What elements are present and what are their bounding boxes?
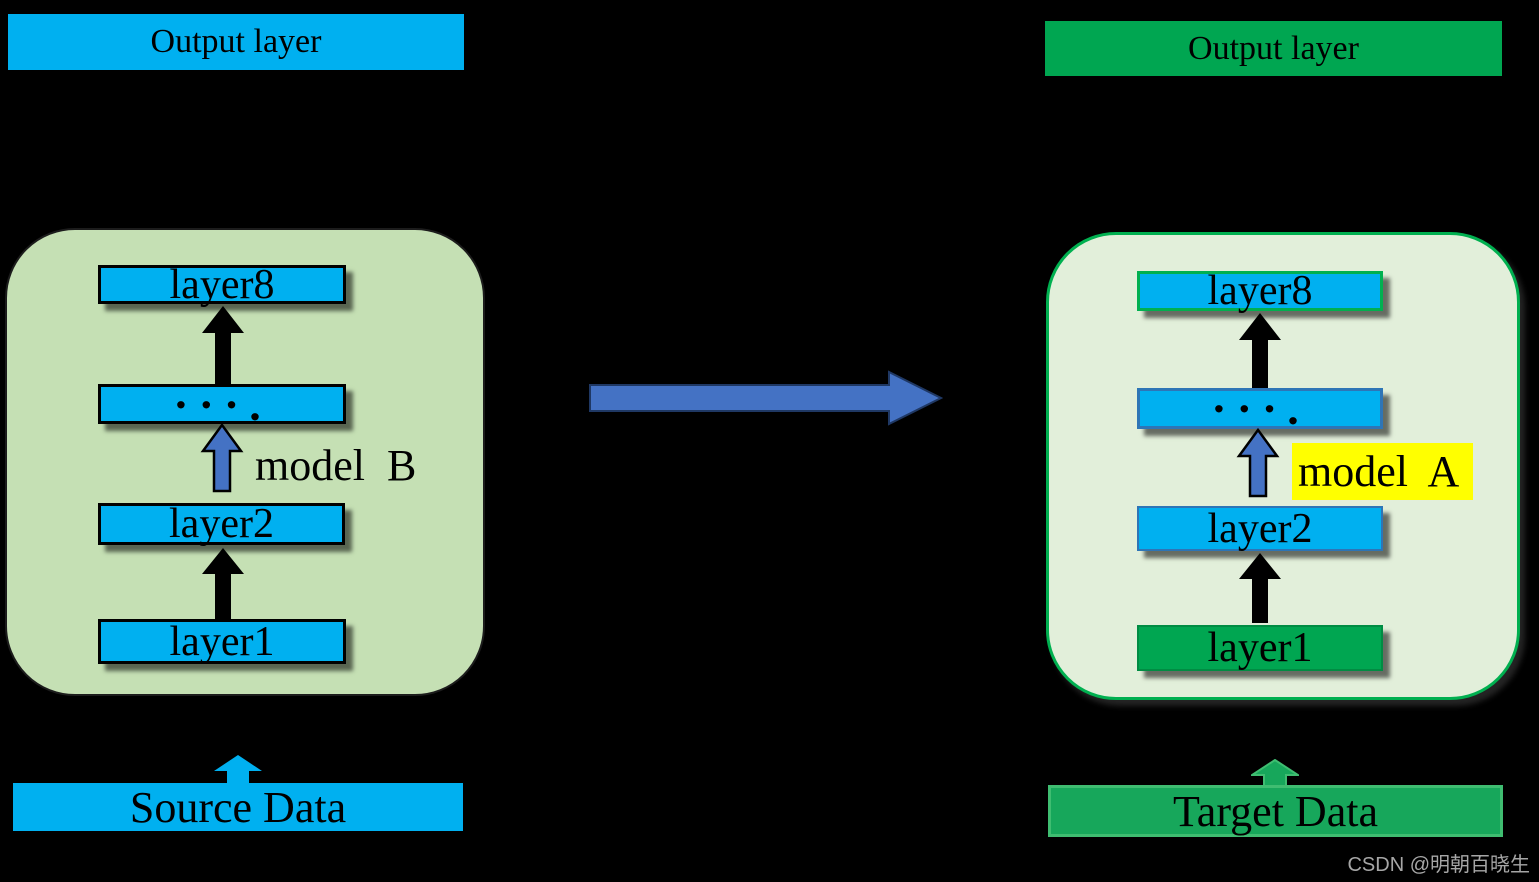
- left-output-layer-box: Output layer: [8, 14, 464, 70]
- right-layer8-label: layer8: [1207, 268, 1313, 314]
- right-layer1-label: layer1: [1207, 625, 1313, 671]
- up-arrow-icon: [1236, 428, 1280, 498]
- up-arrow-icon: [202, 306, 244, 384]
- right-layer8-box: layer8: [1137, 268, 1383, 314]
- transfer-right-arrow-icon: [589, 370, 943, 426]
- left-layer8-label: layer8: [169, 261, 275, 308]
- csdn-watermark: CSDN @明朝百晓生: [1347, 854, 1530, 876]
- right-dots-box: ···.: [1137, 383, 1383, 435]
- right-dots-label: ···.: [1211, 383, 1309, 435]
- left-layer2-label: layer2: [169, 501, 274, 547]
- left-layer8-box: layer8: [98, 261, 346, 308]
- left-layer2-box: layer2: [98, 503, 345, 545]
- left-model-label: model B: [255, 437, 416, 493]
- up-arrow-icon: [1239, 553, 1281, 623]
- right-model-label-highlight: model A: [1292, 443, 1473, 500]
- up-arrow-icon: [200, 423, 244, 493]
- left-model-container: [5, 228, 485, 696]
- right-layer2-label: layer2: [1207, 505, 1313, 552]
- source-data-box: Source Data: [13, 782, 463, 832]
- up-arrow-icon: [202, 548, 244, 619]
- right-model-label-text: model A: [1298, 447, 1460, 496]
- left-layer1-label: layer1: [169, 618, 275, 665]
- up-arrow-icon: [1239, 313, 1281, 388]
- right-output-layer-box: Output layer: [1045, 21, 1502, 76]
- left-output-layer-label: Output layer: [150, 23, 322, 60]
- target-data-label: Target Data: [1172, 786, 1378, 836]
- up-arrow-icon: [1251, 759, 1299, 787]
- left-layer1-box: layer1: [98, 619, 346, 664]
- source-data-label: Source Data: [129, 782, 347, 832]
- left-model-label-text: model B: [255, 440, 417, 490]
- target-data-box: Target Data: [1048, 785, 1503, 837]
- left-dots-label: ···.: [173, 378, 271, 430]
- left-dots-box: ···.: [98, 378, 346, 430]
- right-layer2-box: layer2: [1137, 506, 1383, 551]
- right-output-layer-label: Output layer: [1188, 29, 1359, 67]
- up-arrow-icon: [214, 755, 262, 784]
- right-layer1-box: layer1: [1137, 625, 1383, 671]
